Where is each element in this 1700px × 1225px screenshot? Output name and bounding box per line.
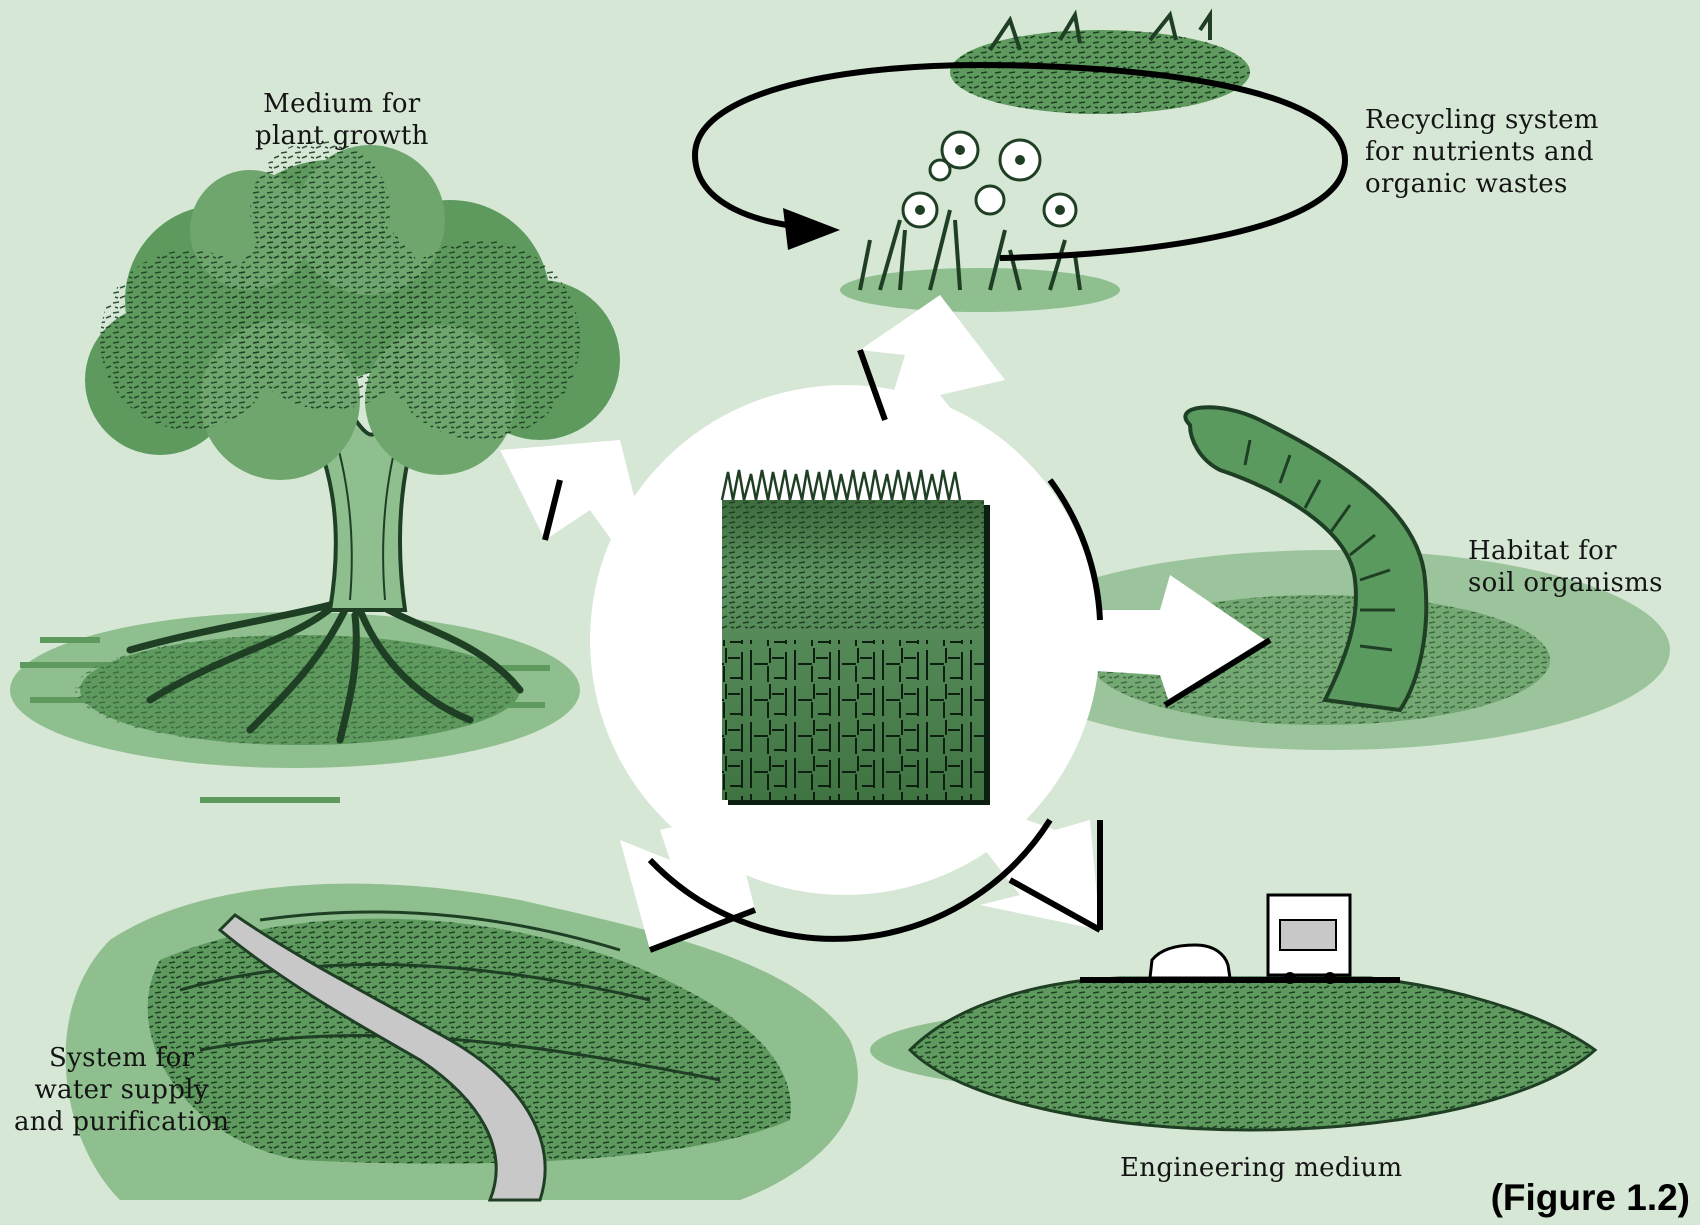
label-line: and purification bbox=[14, 1106, 229, 1138]
label-line: organic wastes bbox=[1365, 168, 1599, 200]
flowers bbox=[903, 132, 1076, 227]
recycling-illustration bbox=[695, 15, 1345, 312]
figure-caption: (Figure 1.2) bbox=[1491, 1177, 1690, 1219]
label-water-supply: System for water supply and purification bbox=[14, 1042, 229, 1138]
label-plant-growth: Medium for plant growth bbox=[255, 88, 429, 152]
car bbox=[1150, 945, 1230, 978]
label-line: water supply bbox=[14, 1074, 229, 1106]
label-habitat: Habitat for soil organisms bbox=[1468, 535, 1663, 599]
arrow-to-engineering bbox=[980, 810, 1100, 930]
label-recycling: Recycling system for nutrients and organ… bbox=[1365, 104, 1599, 200]
label-line: Habitat for bbox=[1468, 535, 1663, 567]
label-line: Medium for bbox=[255, 88, 429, 120]
label-line: soil organisms bbox=[1468, 567, 1663, 599]
label-line: plant growth bbox=[255, 120, 429, 152]
label-line: Engineering medium bbox=[1120, 1152, 1402, 1184]
label-engineering: Engineering medium bbox=[1120, 1152, 1402, 1184]
soil-profile bbox=[722, 470, 990, 805]
label-line: for nutrients and bbox=[1365, 136, 1599, 168]
tree-canopy bbox=[85, 140, 620, 480]
embankment-illustration bbox=[870, 895, 1595, 1130]
label-line: Recycling system bbox=[1365, 104, 1599, 136]
label-line: System for bbox=[14, 1042, 229, 1074]
